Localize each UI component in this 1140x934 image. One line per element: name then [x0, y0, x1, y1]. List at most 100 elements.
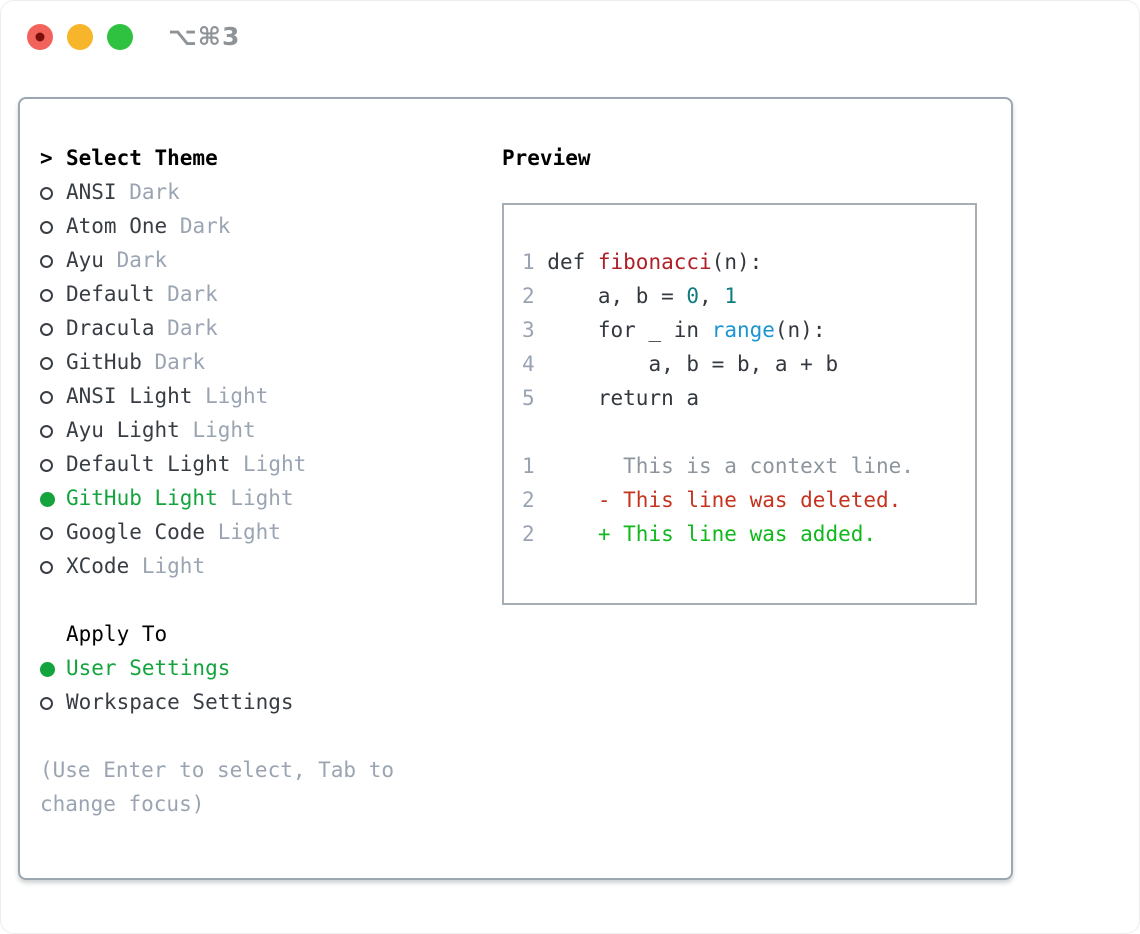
token-number: 1: [724, 284, 737, 308]
minimize-button[interactable]: [67, 24, 93, 50]
window-shortcut-label: ⌥⌘3: [168, 22, 241, 51]
preview-code-line: 3 for _ in range(n):: [522, 313, 975, 347]
item-variant-label: Light: [243, 452, 307, 476]
theme-item-default-light[interactable]: Default Light Light: [40, 447, 490, 481]
radio-unselected-icon: [40, 561, 53, 574]
item-label: Google Code: [66, 520, 206, 544]
item-variant-label: Dark: [167, 282, 218, 306]
token-added: + This line was added.: [534, 522, 877, 546]
preview-code-line: 2 - This line was deleted.: [522, 483, 975, 517]
spacer: [40, 583, 490, 617]
item-label: Ayu: [66, 248, 104, 272]
apply-option-workspace-settings[interactable]: Workspace Settings: [40, 685, 490, 719]
token-context: This is a context line.: [534, 454, 914, 478]
preview-code-line: 5 return a: [522, 381, 975, 415]
token-deleted: - This line was deleted.: [534, 488, 902, 512]
radio-unselected-icon: [40, 527, 53, 540]
token-linenum: 2: [522, 284, 535, 308]
token-plain: a, b =: [534, 284, 687, 308]
preview-code-line: [522, 415, 975, 449]
window-controls: [27, 24, 133, 50]
item-label: Ayu Light: [66, 418, 180, 442]
close-button[interactable]: [27, 24, 53, 50]
preview-code-line: 2 + This line was added.: [522, 517, 975, 551]
item-label: Dracula: [66, 316, 155, 340]
preview-code-line: 4 a, b = b, a + b: [522, 347, 975, 381]
preview-title: Preview: [502, 146, 591, 170]
theme-list-title: Select Theme: [66, 146, 218, 170]
token-plain: (n):: [711, 250, 763, 274]
item-label: ANSI: [66, 180, 117, 204]
token-linenum: 2: [522, 488, 535, 512]
preview-code-line: 1 def fibonacci(n):: [522, 245, 975, 279]
item-variant-label: Light: [205, 384, 269, 408]
prompt-icon: >: [40, 146, 53, 170]
token-plain: return a: [534, 386, 700, 410]
preview-code-line: 2 a, b = 0, 1: [522, 279, 975, 313]
radio-unselected-icon: [40, 391, 53, 404]
item-label: User Settings: [66, 656, 231, 680]
token-linenum: 1: [522, 454, 535, 478]
keyboard-hint: (Use Enter to select, Tab to change focu…: [40, 758, 395, 816]
item-variant-label: Light: [141, 554, 206, 578]
apply-option-user-settings[interactable]: User Settings: [40, 651, 490, 685]
token-plain: a, b = b, a + b: [534, 352, 839, 376]
theme-item-xcode[interactable]: XCode Light: [40, 549, 490, 583]
apply-to-header: Apply To: [40, 617, 490, 651]
theme-item-default[interactable]: Default Dark: [40, 277, 490, 311]
token-linenum: 1: [522, 250, 535, 274]
item-label: XCode: [66, 554, 130, 578]
item-variant-label: Light: [217, 520, 281, 544]
radio-unselected-icon: [40, 459, 53, 472]
theme-item-github-light[interactable]: GitHub Light Light: [40, 481, 490, 515]
item-variant-label: Dark: [129, 180, 180, 204]
theme-item-google-code[interactable]: Google Code Light: [40, 515, 490, 549]
radio-unselected-icon: [40, 255, 53, 268]
token-builtin: range: [711, 318, 775, 342]
item-variant-label: Light: [230, 486, 294, 510]
token-plain: (n):: [774, 318, 826, 342]
theme-item-ansi[interactable]: ANSI Dark: [40, 175, 490, 209]
apply-to-title: Apply To: [66, 622, 168, 646]
radio-unselected-icon: [40, 425, 53, 438]
item-label: Workspace Settings: [66, 690, 294, 714]
item-variant-label: Light: [192, 418, 256, 442]
theme-item-ayu-light[interactable]: Ayu Light Light: [40, 413, 490, 447]
item-label: Default Light: [66, 452, 231, 476]
title-bar: ⌥⌘3: [0, 0, 1140, 97]
theme-item-ayu[interactable]: Ayu Dark: [40, 243, 490, 277]
item-variant-label: Dark: [116, 248, 168, 272]
token-plain: ,: [699, 284, 725, 308]
item-label: Default: [66, 282, 155, 306]
token-number: 0: [686, 284, 700, 308]
theme-item-github[interactable]: GitHub Dark: [40, 345, 490, 379]
theme-item-ansi-light[interactable]: ANSI Light Light: [40, 379, 490, 413]
token-linenum: 5: [522, 386, 535, 410]
item-variant-label: Dark: [167, 316, 218, 340]
theme-item-atom-one[interactable]: Atom One Dark: [40, 209, 490, 243]
radio-unselected-icon: [40, 221, 53, 234]
token-linenum: 2: [522, 522, 535, 546]
radio-unselected-icon: [40, 187, 53, 200]
theme-list-header: > Select Theme: [40, 141, 490, 175]
close-modified-dot-icon: [35, 32, 45, 42]
spacer: [40, 719, 490, 753]
radio-unselected-icon: [40, 357, 53, 370]
item-variant-label: Dark: [154, 350, 206, 374]
zoom-button[interactable]: [107, 24, 133, 50]
item-label: GitHub: [66, 350, 142, 374]
theme-item-dracula[interactable]: Dracula Dark: [40, 311, 490, 345]
item-label: Atom One: [66, 214, 168, 238]
token-linenum: 4: [522, 352, 535, 376]
radio-selected-icon: [40, 492, 55, 507]
item-label: ANSI Light: [66, 384, 193, 408]
radio-unselected-icon: [40, 289, 53, 302]
token-plain: def: [534, 250, 598, 274]
preview-code-line: 1 This is a context line.: [522, 449, 975, 483]
